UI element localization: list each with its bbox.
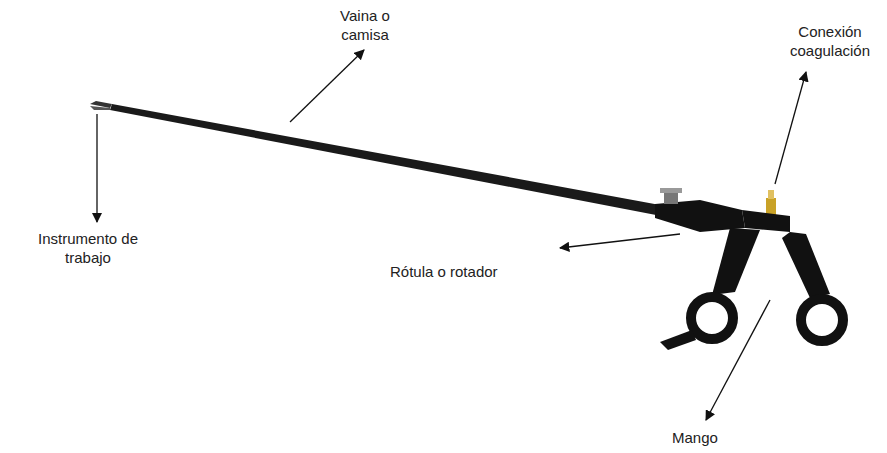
finger-ring-left: [691, 297, 733, 339]
finger-rest: [660, 330, 696, 350]
jaw-lower: [90, 106, 110, 110]
coag-pin: [768, 190, 774, 199]
part-label: Vaina o camisa: [325, 6, 405, 44]
fixed-arm: [712, 228, 760, 295]
leader-line: [96, 114, 97, 222]
part-label: Rótula o rotador: [390, 262, 498, 281]
leader-line: [290, 50, 364, 122]
leader-line: [706, 300, 770, 420]
finger-ring-right: [801, 299, 843, 341]
leader-line: [560, 234, 680, 248]
rotator: [655, 200, 745, 232]
part-label: Instrumento de trabajo: [28, 229, 148, 267]
part-label: Mango: [672, 428, 718, 447]
shaft: [110, 104, 660, 215]
leader-line: [775, 72, 806, 184]
rotator-knob: [664, 192, 678, 204]
moving-arm: [782, 232, 830, 298]
part-label: Conexión coagulación: [780, 22, 880, 60]
handle-body: [742, 210, 790, 232]
rotator-knob-cap: [660, 188, 682, 193]
